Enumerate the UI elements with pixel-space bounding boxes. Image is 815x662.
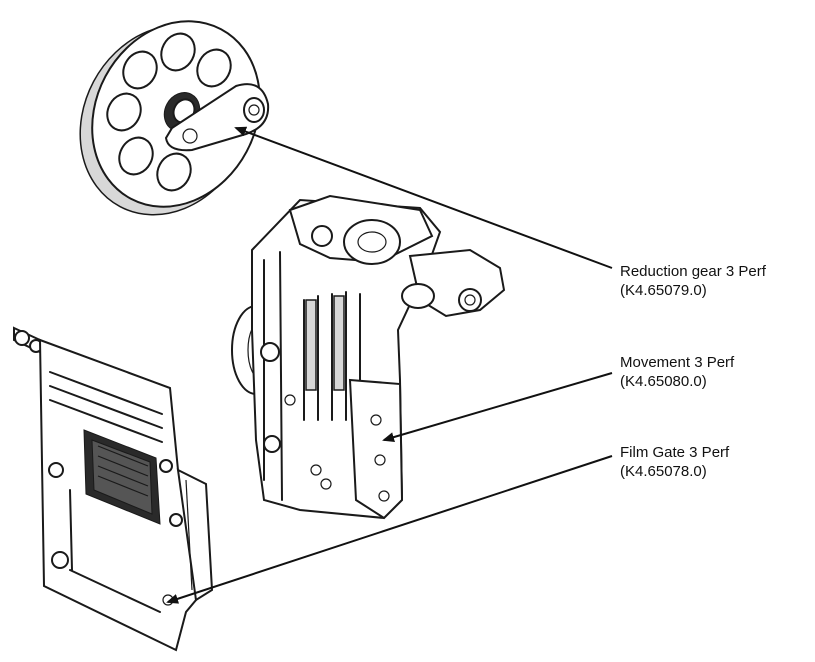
reduction-gear-drawing — [79, 20, 270, 216]
callout-reduction-gear: Reduction gear 3 Perf (K4.65079.0) — [620, 262, 766, 300]
callout-reduction-gear-name: Reduction gear 3 Perf — [620, 263, 766, 280]
callout-reduction-gear-part: (K4.65079.0) — [620, 282, 707, 299]
leader-movement — [382, 372, 613, 442]
callout-movement: Movement 3 Perf (K4.65080.0) — [620, 353, 734, 391]
callout-film-gate-part: (K4.65078.0) — [620, 463, 707, 480]
callout-film-gate-name: Film Gate 3 Perf — [620, 444, 730, 461]
leader-reduction-gear — [234, 126, 613, 269]
callout-movement-name: Movement 3 Perf — [620, 354, 735, 371]
film-gate-drawing — [13, 326, 214, 652]
callout-movement-part: (K4.65080.0) — [620, 373, 707, 390]
callout-film-gate: Film Gate 3 Perf (K4.65078.0) — [620, 443, 729, 481]
movement-drawing — [231, 194, 506, 520]
leader-film-gate — [166, 455, 613, 604]
